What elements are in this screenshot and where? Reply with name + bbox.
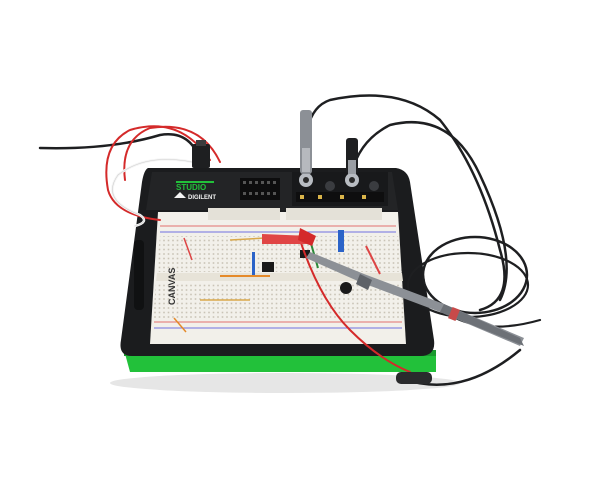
power-rails [154, 225, 402, 329]
red-lead-1 [105, 125, 211, 221]
bnc-connectors [292, 172, 388, 206]
bnc-cable-1 [303, 94, 506, 312]
ic-chip-1 [262, 262, 274, 272]
header-strip-left [208, 208, 280, 220]
cables [38, 94, 542, 386]
bnc-cable-2 [350, 120, 508, 302]
wire-blue [338, 230, 344, 252]
red-test-lead [299, 239, 411, 373]
capacitor [340, 282, 352, 294]
studio-logo-text: STUDIO [176, 183, 206, 192]
oscilloscope-probe [262, 228, 524, 384]
power-cable [38, 133, 202, 162]
cable-coil-1 [421, 235, 529, 315]
probe-ring [448, 306, 460, 322]
brand-logo: STUDIO DIGILENT [174, 181, 216, 201]
pin-header [240, 178, 280, 200]
probe-plug [396, 372, 432, 384]
bnc-plugs [300, 110, 358, 174]
side-slot [134, 240, 144, 310]
canvas-label: CANVAS [167, 268, 177, 305]
power-plug [192, 140, 210, 168]
unit-shadow [110, 373, 460, 393]
header-strip-right [286, 208, 382, 220]
maker-logo-text: DIGILENT [188, 195, 216, 201]
digilent-logo-icon [174, 192, 186, 198]
red-lead-2 [123, 125, 221, 181]
